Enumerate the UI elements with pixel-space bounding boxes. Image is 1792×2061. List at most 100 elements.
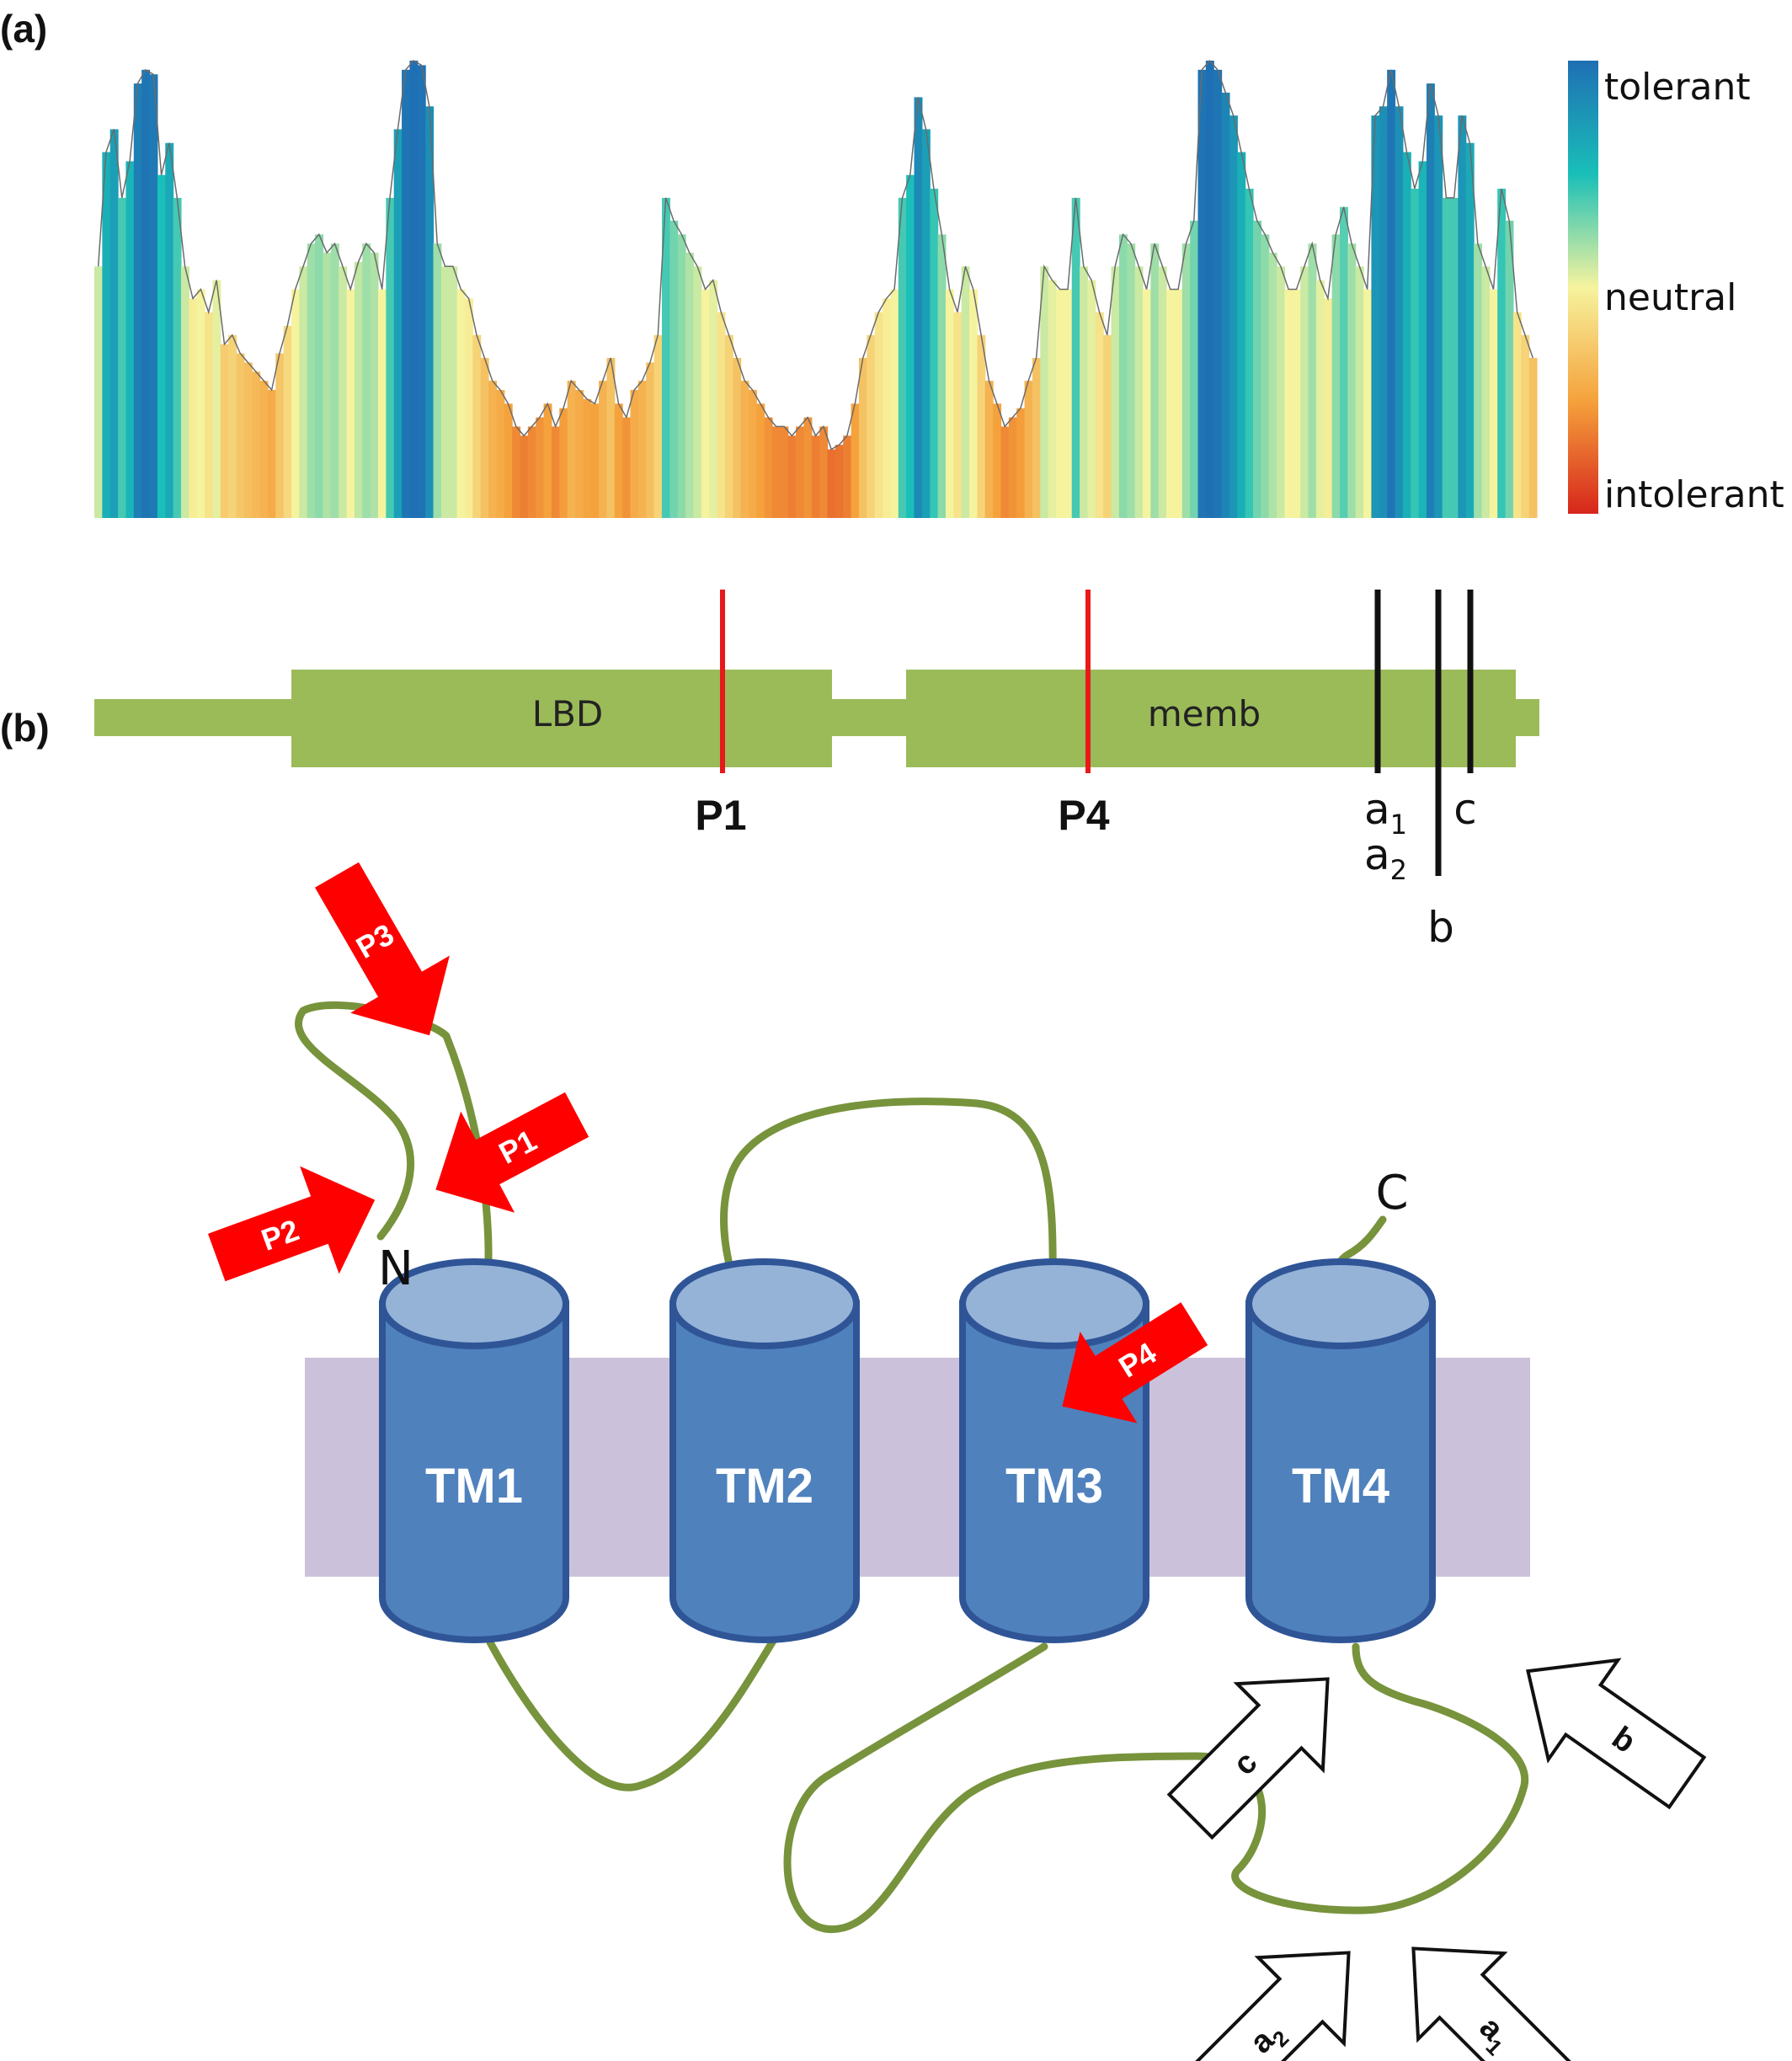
profile-bar	[1032, 357, 1041, 518]
profile-bar	[724, 334, 733, 518]
profile-bar	[599, 381, 608, 518]
profile-bar	[575, 389, 584, 518]
profile-bar	[1213, 69, 1223, 519]
profile-bar	[811, 435, 820, 518]
profile-bar	[1000, 426, 1010, 518]
profile-bar	[1087, 280, 1096, 518]
profile-bar	[583, 398, 592, 518]
profile-bar	[701, 289, 710, 518]
site-label-c: c	[1453, 785, 1477, 834]
profile-bar	[1292, 289, 1301, 518]
profile-bar	[930, 189, 939, 519]
profile-bar	[614, 403, 623, 518]
profile-bar	[480, 357, 489, 518]
profile-bar	[1418, 161, 1427, 518]
profile-bar	[94, 266, 103, 518]
profile-bar	[1395, 106, 1404, 519]
arrow-a2: a2	[1187, 1951, 1351, 2061]
intracellular-loop-tm3-tm4	[783, 1642, 1529, 1933]
profile-bar	[1253, 221, 1261, 518]
profile-bar	[906, 174, 915, 518]
extracellular-loop-tm2-tm3	[720, 1097, 1057, 1327]
profile-bar	[551, 426, 560, 518]
profile-bar	[1268, 253, 1277, 518]
profile-bar	[921, 129, 931, 518]
helix-tm1: TM1	[379, 1258, 569, 1643]
tolerance-profile	[94, 59, 1538, 519]
profile-bar	[772, 426, 781, 518]
helix-tm2: TM2	[669, 1258, 860, 1643]
profile-bar	[299, 266, 308, 518]
profile-bar	[977, 334, 986, 518]
profile-bar	[370, 253, 379, 518]
helix-label-tm2: TM2	[716, 1459, 813, 1514]
profile-bar	[1166, 289, 1176, 518]
profile-bar	[417, 65, 426, 519]
profile-bar	[1111, 266, 1120, 518]
profile-bar	[1071, 197, 1080, 518]
profile-bar	[1426, 83, 1435, 518]
profile-bar	[440, 266, 450, 518]
profile-bar	[504, 403, 513, 518]
site-label-p1: P1	[695, 792, 746, 839]
profile-bar	[1497, 189, 1507, 519]
profile-bar	[1158, 266, 1167, 518]
n-terminus-label: N	[378, 1241, 413, 1296]
legend-label-tolerant: tolerant	[1604, 66, 1751, 109]
profile-bar	[740, 381, 749, 518]
profile-bar	[456, 289, 466, 518]
arrow-p1: P1	[435, 1092, 589, 1213]
profile-bar	[1118, 234, 1128, 518]
profile-bar	[1434, 115, 1443, 518]
profile-bar	[1127, 243, 1136, 518]
profile-bar	[472, 334, 482, 518]
profile-bar	[425, 106, 435, 519]
profile-bar	[102, 152, 111, 518]
profile-bar	[858, 357, 867, 518]
legend-label-intolerant: intolerant	[1604, 473, 1784, 516]
profile-bar	[196, 289, 205, 518]
site-label-p4: P4	[1058, 792, 1109, 839]
profile-bar	[536, 417, 545, 518]
profile-bar	[307, 243, 316, 518]
profile-bar	[1205, 61, 1214, 518]
profile-bar	[527, 426, 536, 518]
profile-bar	[637, 381, 647, 518]
profile-bar	[1190, 221, 1199, 518]
profile-bar	[606, 357, 616, 518]
domain-bar: LBD memb P1 P4 a1 a2 b c	[94, 590, 1539, 952]
profile-bar	[1339, 206, 1348, 518]
profile-bar	[1277, 266, 1286, 518]
profile-bar	[464, 298, 473, 518]
profile-bar	[1261, 234, 1270, 518]
profile-bar	[236, 353, 245, 518]
profile-bar	[377, 289, 387, 518]
profile-bar	[1221, 93, 1230, 518]
profile-bar	[867, 334, 876, 518]
profile-bar	[1181, 243, 1191, 518]
profile-bar	[685, 253, 695, 518]
profile-bar	[646, 362, 655, 518]
profile-bar	[1008, 417, 1017, 518]
profile-bar	[1505, 221, 1514, 518]
tolerance-legend: tolerant neutral intolerant	[1568, 61, 1784, 516]
profile-bar	[661, 197, 670, 518]
site-label-a1: a1	[1364, 785, 1407, 841]
profile-bar	[133, 83, 142, 518]
profile-bar	[173, 197, 182, 518]
profile-bar	[1134, 266, 1144, 518]
panel-b-label: (b)	[0, 706, 50, 750]
profile-bar	[1402, 152, 1411, 518]
profile-bar	[496, 389, 505, 518]
profile-bar	[1229, 115, 1238, 518]
profile-bar	[764, 417, 773, 518]
panel-a-label: (a)	[0, 7, 47, 51]
domain-memb-label: memb	[1148, 693, 1261, 734]
profile-bar	[851, 403, 860, 518]
profile-bar	[1150, 243, 1160, 518]
profile-bar	[1371, 115, 1380, 518]
profile-bar	[890, 289, 899, 518]
topology-diagram: TM1 TM2 TM3 TM4 N C P1 P2	[207, 862, 1707, 2061]
profile-bar	[984, 381, 994, 518]
profile-bar	[653, 334, 663, 518]
